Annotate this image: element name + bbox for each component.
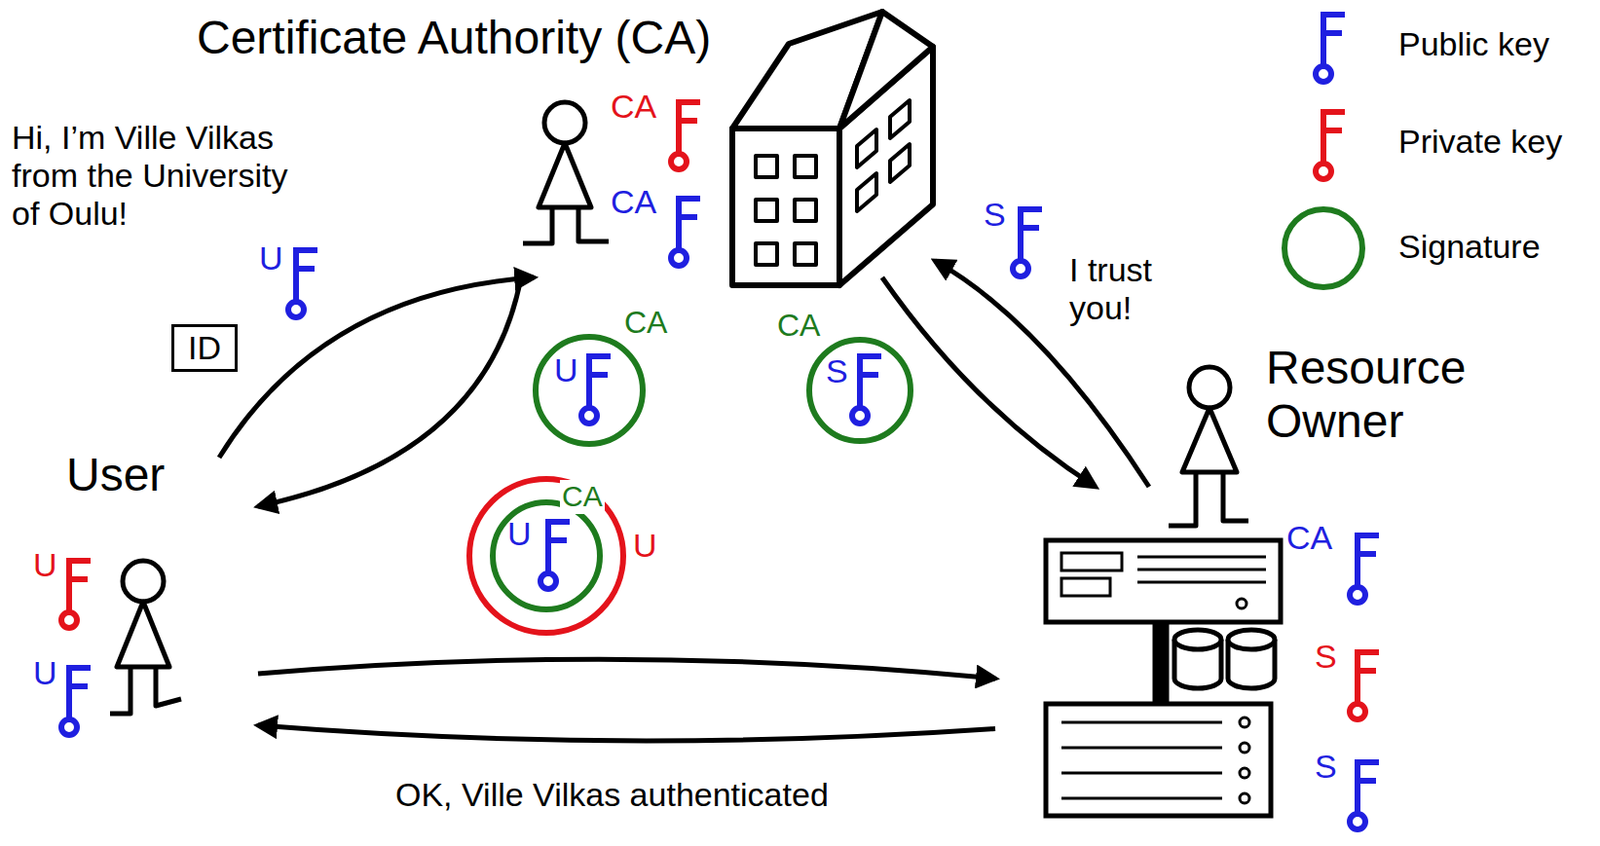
key-label: S: [825, 352, 849, 391]
user-signature-circle: [469, 479, 624, 633]
signature-sample: [1284, 209, 1363, 288]
signature-circle: CAS: [806, 336, 914, 445]
key-owner: CA: [610, 183, 657, 222]
private-key: [670, 99, 701, 170]
actor-heading: Certificate Authority (CA): [196, 10, 711, 65]
signature-circle: [492, 502, 600, 610]
certificate-authority: Certificate Authority (CA): [506, 92, 935, 278]
signer-label: CA: [622, 304, 670, 341]
private-key-sample: [1315, 109, 1345, 180]
user: User: [29, 457, 259, 750]
circle-outline: [489, 499, 603, 613]
public-key-sample: [1315, 11, 1345, 82]
key-owner: U: [33, 546, 58, 585]
public-key: [1012, 206, 1042, 277]
id-card: ID: [171, 324, 238, 373]
legend-text: Signature: [1398, 227, 1541, 266]
signer-label: CA: [775, 307, 822, 344]
signed-public-key: [581, 353, 611, 424]
signed-public-key: [852, 353, 882, 424]
owner-person: [1168, 367, 1249, 526]
private-key: [61, 558, 91, 629]
public-key: [61, 665, 91, 736]
private-key: [1349, 649, 1379, 720]
key-owner: S: [1314, 637, 1338, 676]
server: [1045, 540, 1281, 817]
key-owner: U: [33, 654, 58, 693]
arrow-connector: [258, 277, 521, 507]
speech-text: Hi, I’m Ville Vilkas from the University…: [11, 118, 309, 233]
key-owner: CA: [610, 87, 657, 126]
signer-label: CA: [559, 480, 605, 515]
user-person: [110, 560, 182, 714]
edge-label: OK, Ville Vilkas authenticated: [392, 776, 832, 815]
signature-circle: [535, 336, 643, 445]
public-key: [288, 247, 318, 318]
key-owner: S: [1314, 747, 1338, 786]
ca-building: [732, 11, 933, 286]
signer-label: U: [632, 526, 658, 565]
public-key: [1349, 532, 1379, 603]
arrow-connector: [258, 659, 996, 679]
signed-public-key: [540, 519, 570, 590]
signature-circle: [809, 339, 911, 442]
key-owner: CA: [1286, 519, 1333, 558]
user-signature-circle: UCAU: [466, 476, 627, 636]
signature-circle: CAU: [489, 499, 603, 613]
speech-text: I trust you!: [1069, 251, 1196, 328]
circle-outline: [806, 336, 914, 445]
resource-owner: Resource Owner: [995, 486, 1405, 838]
key-label: U: [507, 515, 532, 554]
actor-heading: User: [66, 447, 165, 502]
actor-heading: Resource Owner: [1265, 340, 1500, 448]
legend-text: Public key: [1398, 25, 1550, 64]
arrow-connector: [882, 277, 1096, 487]
ca-person: [522, 102, 609, 244]
arrow-connector: [258, 725, 996, 742]
key-owner: U: [259, 239, 284, 278]
public-key: [670, 195, 701, 266]
legend-text: Private key: [1398, 122, 1563, 161]
public-key: [1349, 759, 1379, 830]
id-text: ID: [174, 327, 235, 370]
signature-circle: CAU: [532, 334, 646, 447]
key-label: U: [554, 351, 579, 390]
circle-outline: [532, 334, 646, 447]
key-owner: S: [983, 195, 1006, 234]
